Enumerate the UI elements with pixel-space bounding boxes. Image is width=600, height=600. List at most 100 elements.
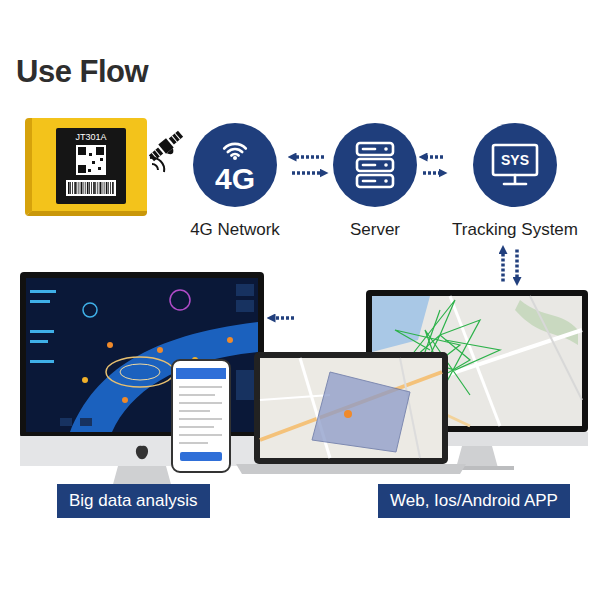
desktop-monitor: [20, 272, 264, 490]
smartphone-part-part: [179, 386, 222, 388]
smartphone-part: [176, 368, 226, 379]
desktop-monitor-part: [60, 418, 72, 426]
desktop-monitor-part: [80, 418, 92, 426]
qr-code-part: [89, 182, 91, 194]
qr-code-part: [107, 182, 109, 194]
qr-code-part: [72, 182, 74, 194]
satellite-icon: [148, 129, 187, 166]
desktop-monitor-part: [30, 360, 54, 363]
qr-code-part: [112, 182, 114, 194]
network-circle: SYS Tracking System: [449, 123, 581, 243]
desktop-monitor-part: [120, 364, 160, 380]
qr-code-part: [78, 147, 86, 155]
desktop-monitor-part: [136, 446, 148, 460]
smartphone-part-part: [179, 434, 222, 436]
node-caption: Server: [333, 219, 417, 241]
desktop-monitor-part: [30, 340, 48, 343]
desktop-monitor-part: [30, 290, 56, 293]
circle-icon-part-part: [224, 144, 246, 149]
qr-code-part: [88, 169, 91, 172]
laptop-part: [236, 464, 466, 474]
desktop-monitor-part: [107, 342, 113, 348]
circle-icon-part-part: [357, 175, 393, 187]
circle-icon-part: [473, 123, 557, 207]
qr-code-part: [95, 182, 97, 194]
smartphone-part: [172, 360, 230, 472]
desktop-monitor-part: [83, 303, 97, 317]
qr-code-part: [98, 167, 101, 170]
qr-code-part: [91, 182, 93, 194]
qr-code-part: [96, 147, 104, 155]
desktop-monitor-part: [157, 347, 163, 353]
smartphone: [172, 360, 230, 472]
qr-code-part: [84, 182, 86, 194]
desktop-monitor-part: [122, 397, 128, 403]
circle-icon-part-part: [363, 180, 375, 183]
tracker-device: JT301A: [25, 118, 147, 216]
circle-icon-part-part: [363, 148, 375, 151]
circle-shape: 4G: [193, 123, 277, 207]
desktop-monitor-part: [30, 330, 54, 333]
smartphone-part-part: [179, 402, 222, 404]
signal-waves-part: [150, 158, 164, 172]
circle-icon-part-part: [363, 164, 375, 167]
qr-code-part: [82, 182, 84, 194]
network-circle: 4G 4G Network: [187, 123, 283, 243]
qr-code-part: [93, 182, 95, 194]
desktop-monitor-part: [30, 300, 50, 303]
satellite-icon-part: [175, 133, 180, 139]
circle-icon-part: [384, 163, 388, 167]
qr-code-part: [68, 182, 70, 194]
desktop-monitor-part: [82, 377, 88, 383]
qr-code-part: [89, 153, 92, 156]
circle-icon-part: [357, 143, 393, 187]
circle-icon-part-part: [504, 183, 526, 186]
qr-code-part: [70, 182, 72, 194]
circle-shape: [333, 123, 417, 207]
map-monitor-part: [515, 300, 578, 345]
qr-code-part: [97, 182, 99, 194]
arrow-line: [292, 171, 324, 175]
qr-code-part: [92, 161, 95, 164]
laptop-part: [260, 395, 330, 400]
satellite-icon-part: [172, 136, 177, 142]
circle-icon-part-part: [228, 149, 242, 152]
arrow-line: [501, 250, 505, 282]
node-caption: Tracking System: [449, 219, 581, 241]
node-caption: 4G Network: [187, 219, 283, 241]
circle-icon-part: [384, 179, 388, 183]
arrow-line: [423, 171, 443, 175]
smartphone-part-part: [179, 410, 210, 412]
laptop-part: [312, 372, 410, 452]
arrow-line: [271, 316, 294, 320]
circle-icon-part: [233, 156, 237, 160]
laptop: [236, 352, 466, 474]
flow-arrow: [271, 318, 294, 319]
qr-code-part: [110, 182, 112, 194]
qr-code-part: [66, 180, 116, 196]
diagram-title: Use Flow: [16, 54, 148, 90]
signal-waves-part: [152, 164, 158, 170]
qr-code-part: [103, 182, 105, 194]
qr-code-part: [78, 165, 86, 173]
satellite-icon-part: [169, 131, 183, 145]
qr-code-part: [81, 182, 83, 194]
flow-arrow: [503, 250, 517, 282]
flow-arrow: [292, 157, 324, 173]
circle-icon-part-part: [231, 154, 238, 156]
satellite-icon-part: [167, 148, 176, 156]
smartphone-part-part: [179, 442, 208, 444]
desktop-monitor-part: [236, 370, 254, 400]
system-label: SYS: [473, 150, 557, 170]
arrow-line: [292, 155, 324, 159]
feature-band: Big data analysis: [57, 484, 210, 518]
circle-shape: SYS: [473, 123, 557, 207]
circle-icon-part-part: [514, 175, 517, 183]
qr-code-part: [76, 145, 106, 175]
feature-band: Web, Ios/Android APP: [378, 484, 570, 518]
desktop-monitor-part: [227, 337, 233, 343]
arrow-line: [423, 155, 443, 159]
circle-icon-part: [193, 123, 277, 207]
desktop-monitor-part: [236, 300, 254, 312]
